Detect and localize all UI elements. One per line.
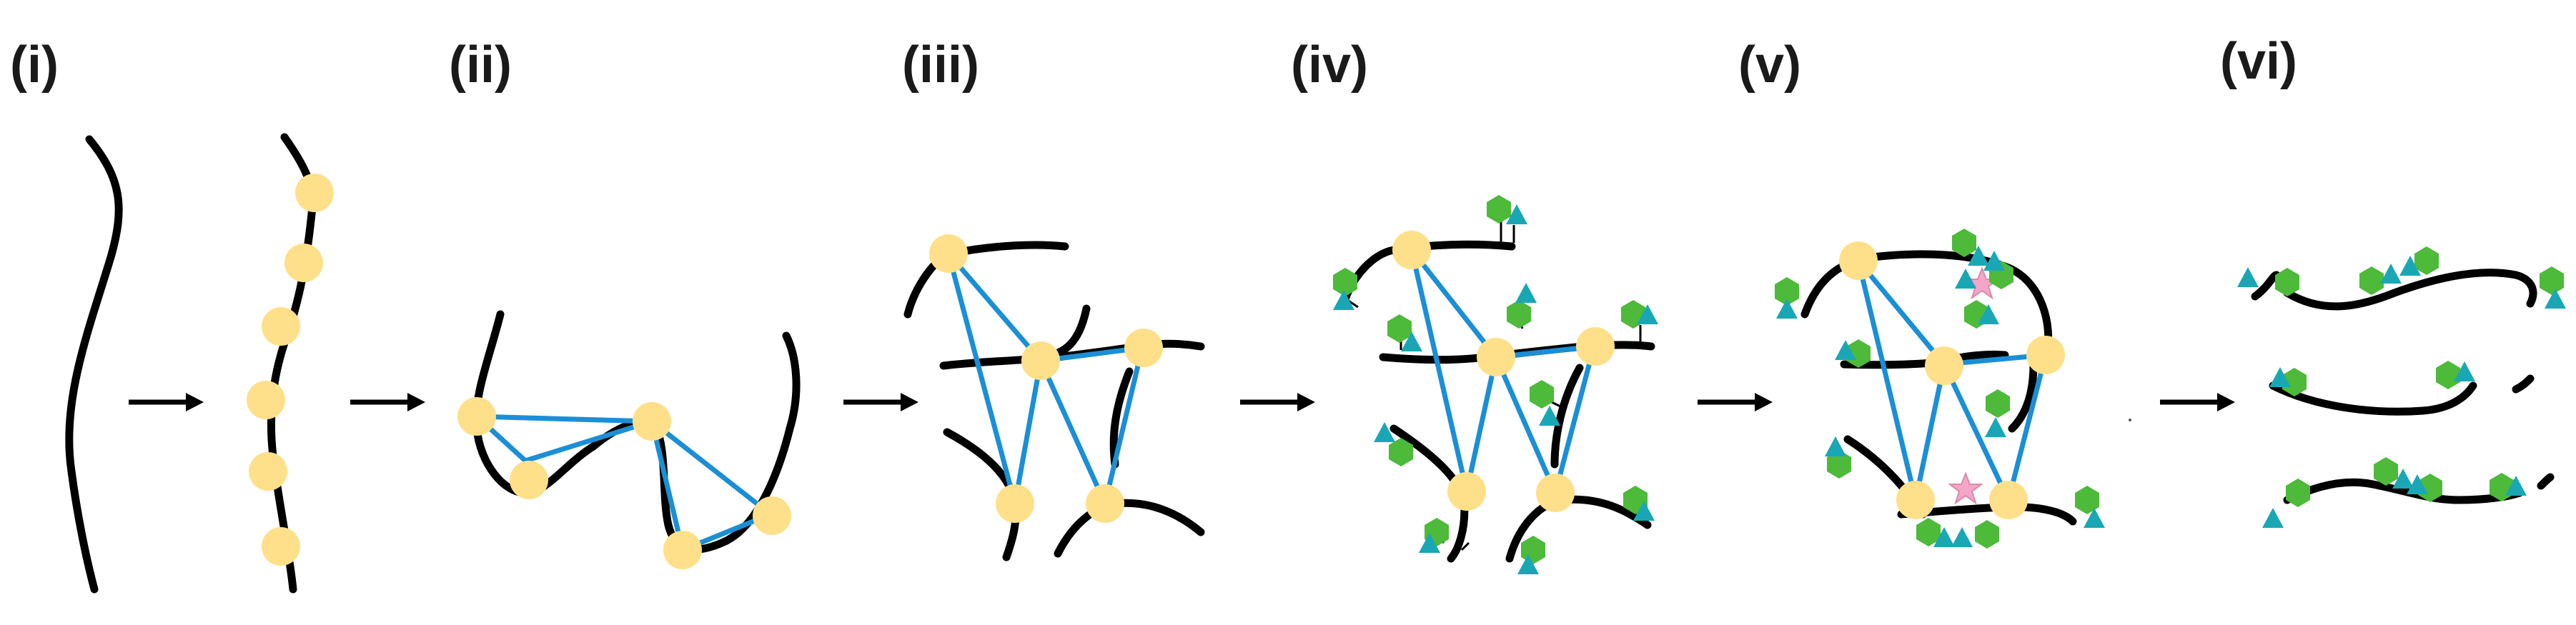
protein-node <box>249 452 287 491</box>
panel-label-i: (i) <box>10 36 59 94</box>
arrow-right-icon <box>129 393 204 411</box>
arrow-right-icon <box>350 393 425 411</box>
panel-label-iii: (iii) <box>902 36 979 94</box>
panel-iii <box>903 234 1315 561</box>
panel-i <box>65 133 425 594</box>
panel-iv <box>1333 195 1773 574</box>
panel-label-v: (v) <box>1738 36 1801 94</box>
triangle-tag-icon <box>1776 246 2105 547</box>
dna-strand <box>65 135 123 594</box>
arrow-right-icon <box>1698 393 1773 411</box>
panel-vi <box>2237 246 2566 528</box>
panel-v <box>1775 229 2235 549</box>
triangle-tag-icon <box>1333 204 1658 574</box>
arrow-right-icon <box>1240 393 1315 411</box>
protein-node <box>262 527 300 566</box>
panel-label-vi: (vi) <box>2220 33 2297 90</box>
panel-ii <box>457 310 918 569</box>
protein-node <box>284 244 323 282</box>
protein-node <box>295 174 334 212</box>
hexagon-tag-icon <box>1333 195 1648 564</box>
protein-node <box>247 381 285 419</box>
arrow-right-icon <box>843 393 918 411</box>
panel-label-ii: (ii) <box>449 36 512 94</box>
arrow-right-icon <box>2160 393 2235 411</box>
protein-node <box>262 307 300 346</box>
panel-label-iv: (iv) <box>1291 36 1368 94</box>
protein-nodes <box>247 174 334 566</box>
